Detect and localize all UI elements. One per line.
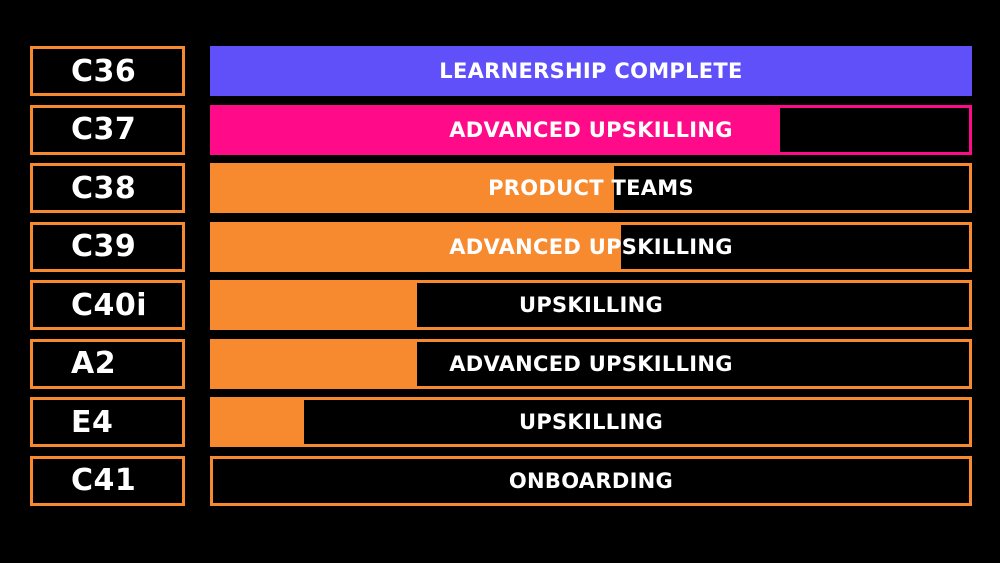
cohort-label-box: C36 — [30, 46, 185, 96]
cohort-row: C39 ADVANCED UPSKILLING — [0, 221, 1000, 272]
progress-bar-fill — [213, 283, 418, 327]
progress-bar-track: LEARNERSHIP COMPLETE — [210, 46, 972, 96]
stage-label: UPSKILLING — [518, 410, 664, 434]
cohort-label-box: C37 — [30, 104, 185, 155]
cohort-row: A2 ADVANCED UPSKILLING — [0, 338, 1000, 389]
cohort-label-box: C38 — [30, 163, 185, 213]
stage-label: PRODUCT TEAMS — [488, 176, 694, 200]
progress-bar-track: UPSKILLING — [210, 280, 972, 330]
stage-label: LEARNERSHIP COMPLETE — [439, 59, 743, 83]
progress-bar-fill — [213, 400, 304, 444]
cohort-label: E4 — [71, 404, 114, 440]
progress-bar-track: UPSKILLING — [210, 397, 972, 447]
stage-label: ADVANCED UPSKILLING — [449, 234, 733, 259]
cohort-label: A2 — [71, 346, 117, 381]
stage-label: ONBOARDING — [508, 468, 674, 493]
stage-label: ADVANCED UPSKILLING — [449, 117, 733, 142]
cohort-label: C40i — [71, 287, 148, 323]
cohort-row: E4 UPSKILLING — [0, 397, 1000, 447]
progress-bar-track: PRODUCT TEAMS — [210, 163, 972, 213]
stage-label: UPSKILLING — [518, 293, 664, 317]
stage-label: ADVANCED UPSKILLING — [449, 351, 733, 376]
cohort-label-box: C41 — [30, 455, 185, 506]
cohort-label: C41 — [71, 463, 137, 498]
cohort-row: C41 ONBOARDING — [0, 455, 1000, 506]
progress-bar-track: ADVANCED UPSKILLING — [210, 221, 972, 272]
progress-bar-fill — [213, 107, 780, 152]
cohort-row: C37 ADVANCED UPSKILLING — [0, 104, 1000, 155]
cohort-row: C36 LEARNERSHIP COMPLETE — [0, 46, 1000, 96]
cohort-label: C38 — [71, 170, 137, 206]
cohort-label-box: C40i — [30, 280, 185, 330]
cohort-label: C36 — [71, 53, 137, 89]
progress-bar-fill — [213, 341, 418, 386]
progress-bar-track: ADVANCED UPSKILLING — [210, 338, 972, 389]
cohort-label-box: A2 — [30, 338, 185, 389]
progress-bar-track: ADVANCED UPSKILLING — [210, 104, 972, 155]
cohort-row: C40i UPSKILLING — [0, 280, 1000, 330]
cohort-label: C37 — [71, 112, 137, 147]
progress-bar-fill — [213, 166, 614, 210]
cohort-row: C38 PRODUCT TEAMS — [0, 163, 1000, 213]
progress-bar-fill — [213, 224, 622, 269]
progress-bar-track: ONBOARDING — [210, 455, 972, 506]
cohort-label-box: E4 — [30, 397, 185, 447]
cohort-label-box: C39 — [30, 221, 185, 272]
cohort-label: C39 — [71, 229, 137, 264]
progress-bar-fill — [213, 49, 969, 93]
